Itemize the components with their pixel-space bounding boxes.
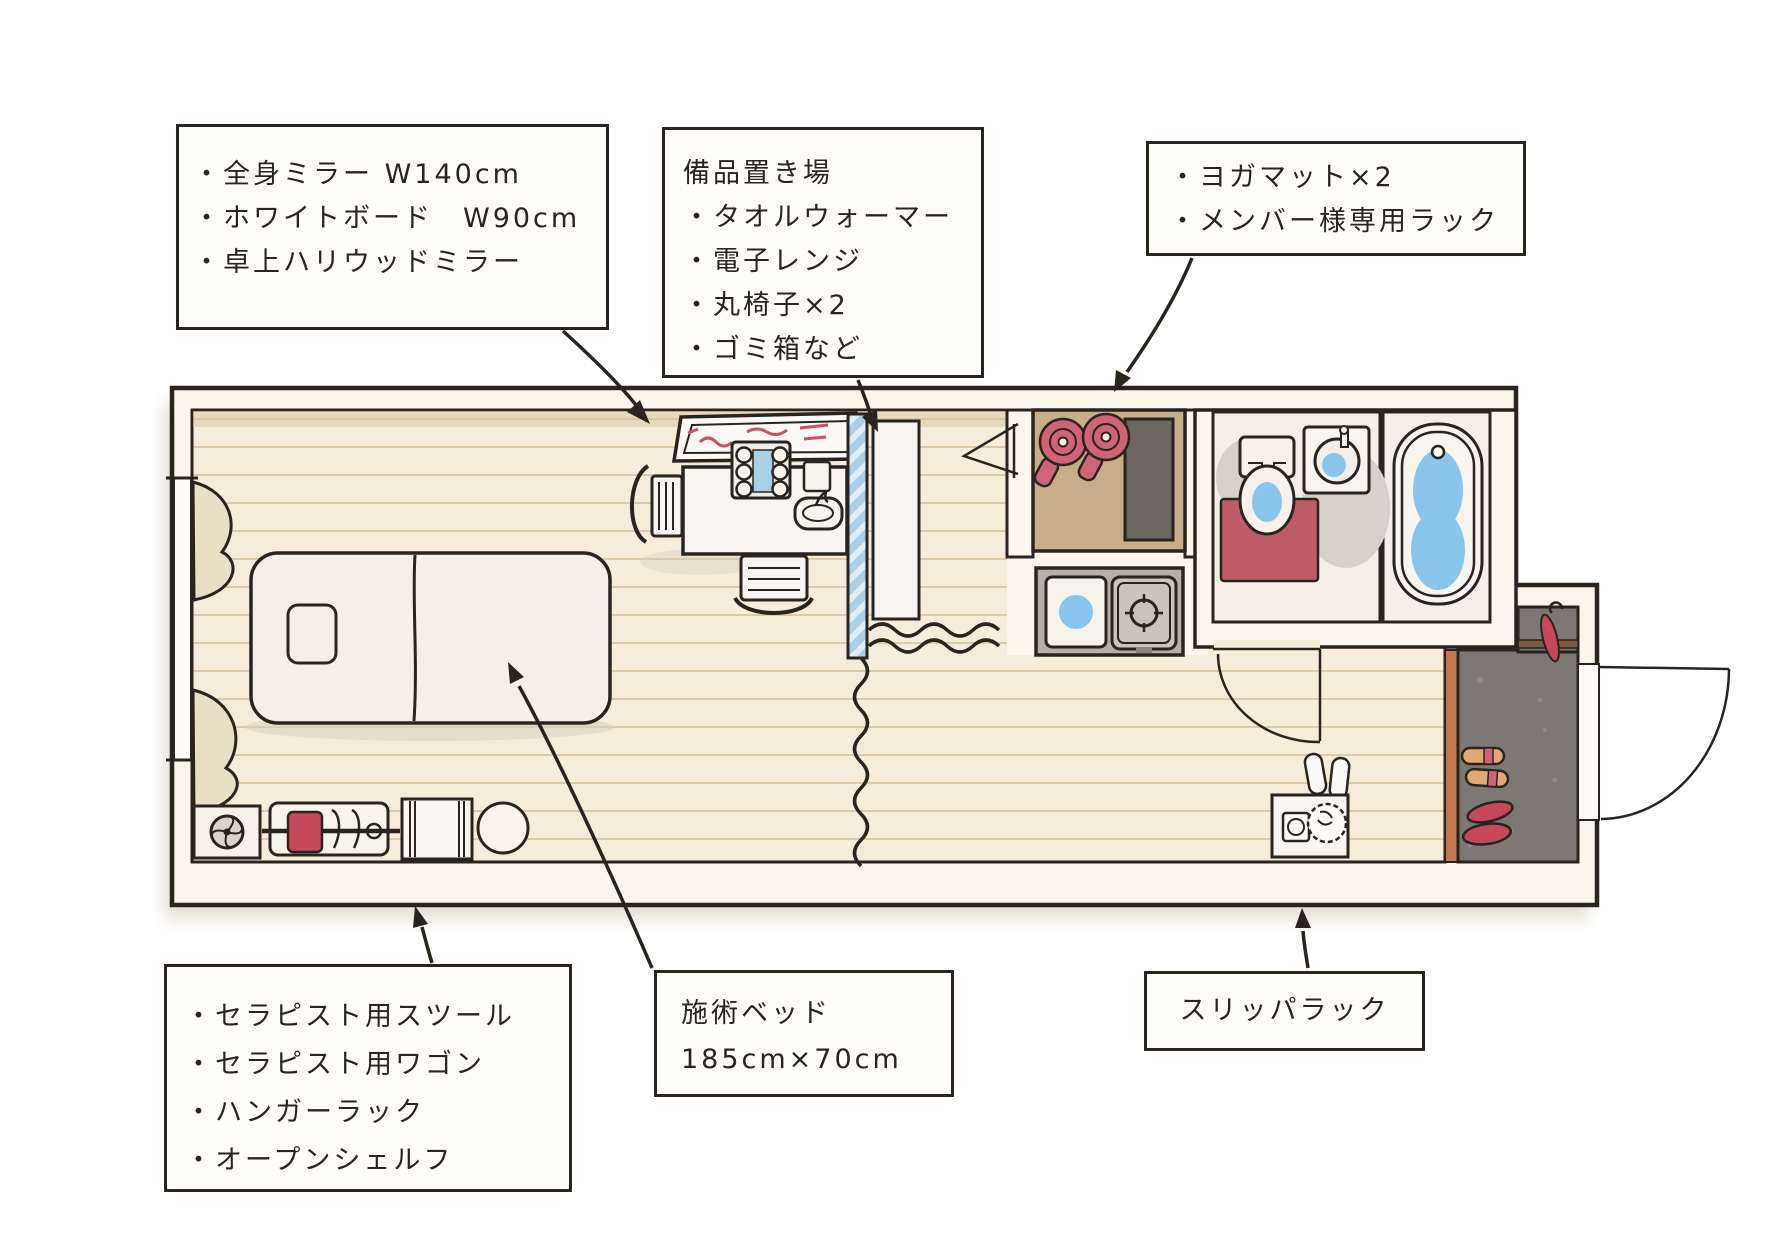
- bathtub: [1392, 422, 1484, 606]
- dresser-desk: [640, 440, 849, 575]
- arrow-slipper-rack: [1301, 930, 1310, 969]
- arrow-mirror-area: [561, 329, 638, 407]
- sink-water: [1059, 595, 1093, 629]
- genkan: [1444, 601, 1580, 864]
- hanging-garment: [286, 810, 324, 854]
- hollywood-mirror: [730, 440, 792, 500]
- label-line: 備品置き場: [683, 158, 833, 189]
- therapist-stool: [476, 801, 530, 855]
- circulator-fan: [192, 804, 262, 860]
- label-line: 185cm×70cm: [681, 1044, 902, 1075]
- label-yoga-area: ・ヨガマット×2 ・メンバー様専用ラック: [1146, 141, 1526, 256]
- label-line: ・電子レンジ: [683, 246, 863, 277]
- closet-folding-door: [961, 422, 1019, 478]
- label-line: ・卓上ハリウッドミラー: [193, 247, 523, 278]
- guest-slippers: [1460, 746, 1510, 789]
- window: [166, 476, 198, 762]
- bathroom-block: [1193, 408, 1518, 744]
- chair-bottom: [733, 554, 814, 615]
- chair-left: [630, 464, 684, 544]
- entrance-door: [1577, 663, 1731, 821]
- label-line: ・全身ミラー W140cm: [193, 159, 522, 190]
- umbrella-icon: [1540, 613, 1560, 663]
- bath-water: [1413, 450, 1463, 530]
- slipper-rack-table: [1270, 793, 1350, 859]
- hanger-rack: [262, 801, 400, 857]
- label-line: ・メンバー様専用ラック: [1169, 206, 1499, 237]
- label-line: ・ゴミ箱など: [683, 334, 863, 365]
- treatment-bed: [245, 551, 615, 741]
- arrow-treatment-bed: [517, 685, 654, 969]
- label-line: ・タオルウォーマー: [683, 202, 953, 233]
- label-equipment-area: 備品置き場 ・タオルウォーマー ・電子レンジ ・丸椅子×2 ・ゴミ箱など: [662, 127, 984, 378]
- yoga-mat-area: [1031, 408, 1187, 553]
- desk-cup: [802, 460, 832, 493]
- bathroom-door: [1213, 640, 1322, 744]
- open-shelf: [400, 797, 474, 861]
- washbasin: [1302, 425, 1371, 495]
- toilet: [1219, 435, 1320, 583]
- label-slipper-rack: スリッパラック: [1144, 971, 1425, 1051]
- label-line: 施術ベッド: [681, 998, 831, 1029]
- label-mirror-area: ・全身ミラー W140cm ・ホワイトボード W90cm ・卓上ハリウッドミラー: [176, 124, 609, 330]
- label-line: ・セラピスト用スツール: [185, 1001, 515, 1032]
- full-length-mirror: [846, 412, 869, 660]
- red-heels: [1461, 800, 1514, 846]
- yoga-mat-rolls: [1033, 412, 1131, 488]
- label-line: ・ハンガーラック: [185, 1097, 425, 1128]
- label-line: ・ヨガマット×2: [1169, 162, 1395, 193]
- label-line: ・オープンシェルフ: [185, 1145, 454, 1176]
- label-line: ・ホワイトボード W90cm: [193, 203, 581, 234]
- threshold: [1444, 649, 1459, 863]
- arrow-yoga-area: [1125, 257, 1194, 374]
- label-line: スリッパラック: [1179, 995, 1390, 1026]
- desk-bowl: [793, 489, 844, 531]
- stove: [1110, 575, 1178, 653]
- plant-icon: [1306, 802, 1348, 844]
- label-therapist-area: ・セラピスト用スツール ・セラピスト用ワゴン ・ハンガーラック ・オープンシェル…: [164, 964, 572, 1192]
- label-line: ・セラピスト用ワゴン: [185, 1049, 485, 1080]
- curtain-divider: [852, 622, 1001, 868]
- label-line: ・丸椅子×2: [683, 290, 849, 321]
- label-treatment-bed: 施術ベッド 185cm×70cm: [654, 970, 954, 1097]
- curtain-left: [191, 480, 239, 816]
- umbrella-stand: [1516, 601, 1580, 663]
- annotation-arrows: [413, 257, 1311, 969]
- kitchenette: [1034, 566, 1185, 657]
- arrow-therapist-area: [420, 926, 434, 964]
- whiteboard-writing: [687, 423, 829, 448]
- bed-face-pillow: [286, 603, 338, 665]
- member-rack: [1123, 417, 1175, 542]
- equipment-shelf: [871, 419, 921, 621]
